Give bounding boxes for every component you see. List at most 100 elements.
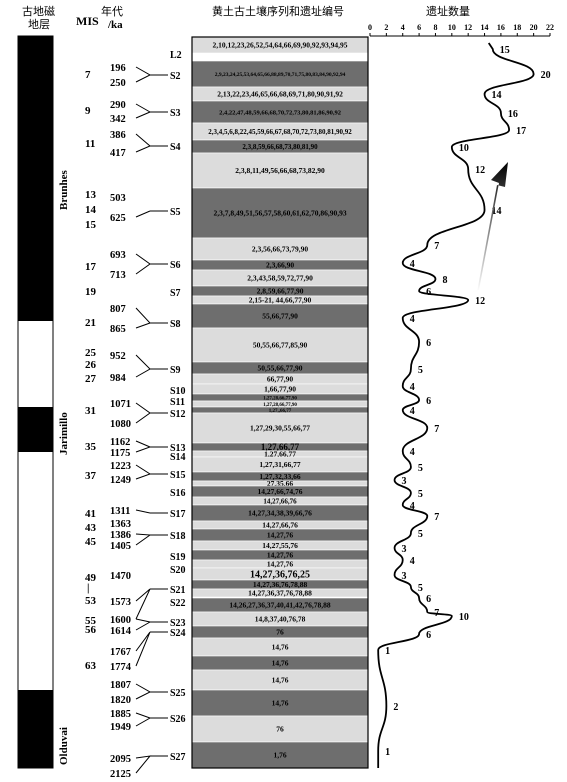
layer-row: 14,8,37,40,76,78 [191,611,369,627]
layer-bracket [135,509,168,514]
age-label: 2125 [110,769,131,780]
layer-row: 14,27,36,76,25 [191,567,369,581]
layer-site-ids: 14,27,76 [267,551,294,560]
layer-site-ids: 14,27,66,74,76 [258,487,303,496]
layer-label: S19 [170,552,186,563]
layer-label: S8 [170,319,181,330]
age-label: 386 [110,130,126,141]
count-value-label: 5 [418,463,423,474]
age-label: 693 [110,250,126,261]
layer-row: 1,76 [191,741,369,769]
count-axis-tick-label: 10 [448,23,456,32]
layer-row: 14,27,66,76 [191,521,369,530]
mis-label: 26 [85,359,97,371]
count-axis-tick-label: 2 [384,23,388,32]
layer-site-ids: 2,3,8,59,66,68,73,80,81,90 [242,143,318,151]
layer-site-ids: 14,8,37,40,76,78 [255,615,306,624]
mis-label: 7 [85,69,91,81]
layer-site-ids: 2,3,56,66,73,79,90 [252,245,309,254]
count-value-label: 6 [426,594,431,605]
age-label: 807 [110,304,126,315]
layer-bracket [135,66,168,83]
age-label: 1175 [110,448,130,459]
layer-row: 2,10,12,23,26,52,54,64,66,69,90,92,93,94… [191,36,369,54]
count-value-label: 1 [385,747,390,758]
mis-label: 56 [85,624,97,636]
age-label: 713 [110,270,126,281]
layer-site-ids: 14,27,36,76,78,88 [253,580,308,589]
age-label: 1820 [110,695,131,706]
layer-row: 14,76 [191,669,369,691]
count-value-label: 3 [402,544,407,555]
layer-row: 2,3,8,11,49,56,66,68,73,82,90 [191,152,369,189]
layer-site-ids: 14,27,36,76,25 [250,570,310,581]
layer-site-ids: 2,10,12,23,26,52,54,64,66,69,90,92,93,94… [213,41,348,50]
layer-label: S14 [170,452,186,463]
layer-site-ids: 2,3,43,58,59,72,77,90 [247,274,313,283]
layer-site-ids: 50,55,66,77,85,90 [253,341,308,350]
layer-bracket [135,354,168,378]
layer-labels: L2S2S3S4S5S6S7S8S9S10S11S12S13S14S15S16S… [170,50,186,763]
layer-row: 2,3,7,8,49,51,56,57,58,60,61,62,70,86,90… [191,187,369,239]
age-label: 1573 [110,597,131,608]
age-label: 1807 [110,680,131,691]
mis-label: 9 [85,105,91,117]
layer-label: S10 [170,386,186,397]
age-label: 342 [110,114,126,125]
count-value-label: 4 [410,382,415,393]
age-label: 1470 [110,571,131,582]
count-value-label: 5 [418,365,423,376]
age-label: 503 [110,193,126,204]
layer-row: 2,13,22,23,46,65,66,68,69,71,80,90,91,92 [191,86,369,102]
layer-site-ids: 14,27,76 [267,560,294,569]
layer-bracket [135,464,168,480]
layer-label: S12 [170,409,186,420]
chron-label-brunhes: Brunhes [58,170,70,210]
count-axis-tick-label: 14 [481,23,489,32]
count-value-label: 20 [541,70,551,81]
layer-site-ids: 1,27,28,66,77,90 [263,403,297,408]
age-label: 1767 [110,647,131,658]
count-value-label: 6 [426,396,431,407]
layer-row: 76 [191,625,369,639]
count-value-label: 10 [459,612,469,623]
age-label: 1949 [110,722,131,733]
mis-label: 45 [85,536,97,548]
count-value-label: 5 [418,489,423,500]
mis-label: 19 [85,286,97,298]
layer-row: 2,9,23,24,25,53,64,65,66,88,89,70,71,75,… [191,60,369,88]
count-value-label: 4 [410,556,415,567]
count-value-label: 4 [410,259,415,270]
layer-site-ids: 2,3,4,5,6,8,22,45,59,66,67,68,70,72,73,8… [208,128,352,136]
layer-label: S9 [170,365,181,376]
age-label: 1363 [110,519,131,530]
layer-site-ids: 14,76 [272,643,289,652]
layer-site-ids: 2,4,22,47,48,59,66,68,70,72,73,80,81,86,… [219,109,341,116]
layer-row: 1,27,31,66,77 [191,456,369,473]
chron-label-olduvai: Olduvai [58,727,70,765]
layer-bracket [135,103,168,119]
mis-label: 21 [85,317,96,329]
layer-label: L2 [170,50,182,61]
layer-row: 50,55,66,77,90 [191,361,369,375]
layer-row: 2,3,4,5,6,8,22,45,59,66,67,68,70,72,73,8… [191,122,369,141]
layer-row: 14,27,76 [191,560,369,569]
count-value-label: 10 [459,143,469,154]
count-value-label: 12 [475,165,485,176]
layer-site-ids: 1,27,29,30,55,66,77 [250,424,310,433]
count-axis-tick-label: 8 [433,23,437,32]
layer-row: 14,27,66,76 [191,496,369,505]
age-label: 196 [110,63,126,74]
chron-label-jaramillo: Jarimillo [58,412,70,455]
layer-row: 14,27,36,37,76,78,88 [191,589,369,598]
layer-band [191,741,369,769]
layer-label: S27 [170,752,186,763]
count-value-label: 14 [492,90,502,101]
mis-label: 53 [85,595,97,607]
layer-site-ids: 2,13,22,23,46,65,66,68,69,71,80,90,91,92 [217,90,343,99]
mis-label: 15 [85,219,97,231]
count-axis-tick-label: 22 [546,23,554,32]
layer-bracket [135,253,168,275]
